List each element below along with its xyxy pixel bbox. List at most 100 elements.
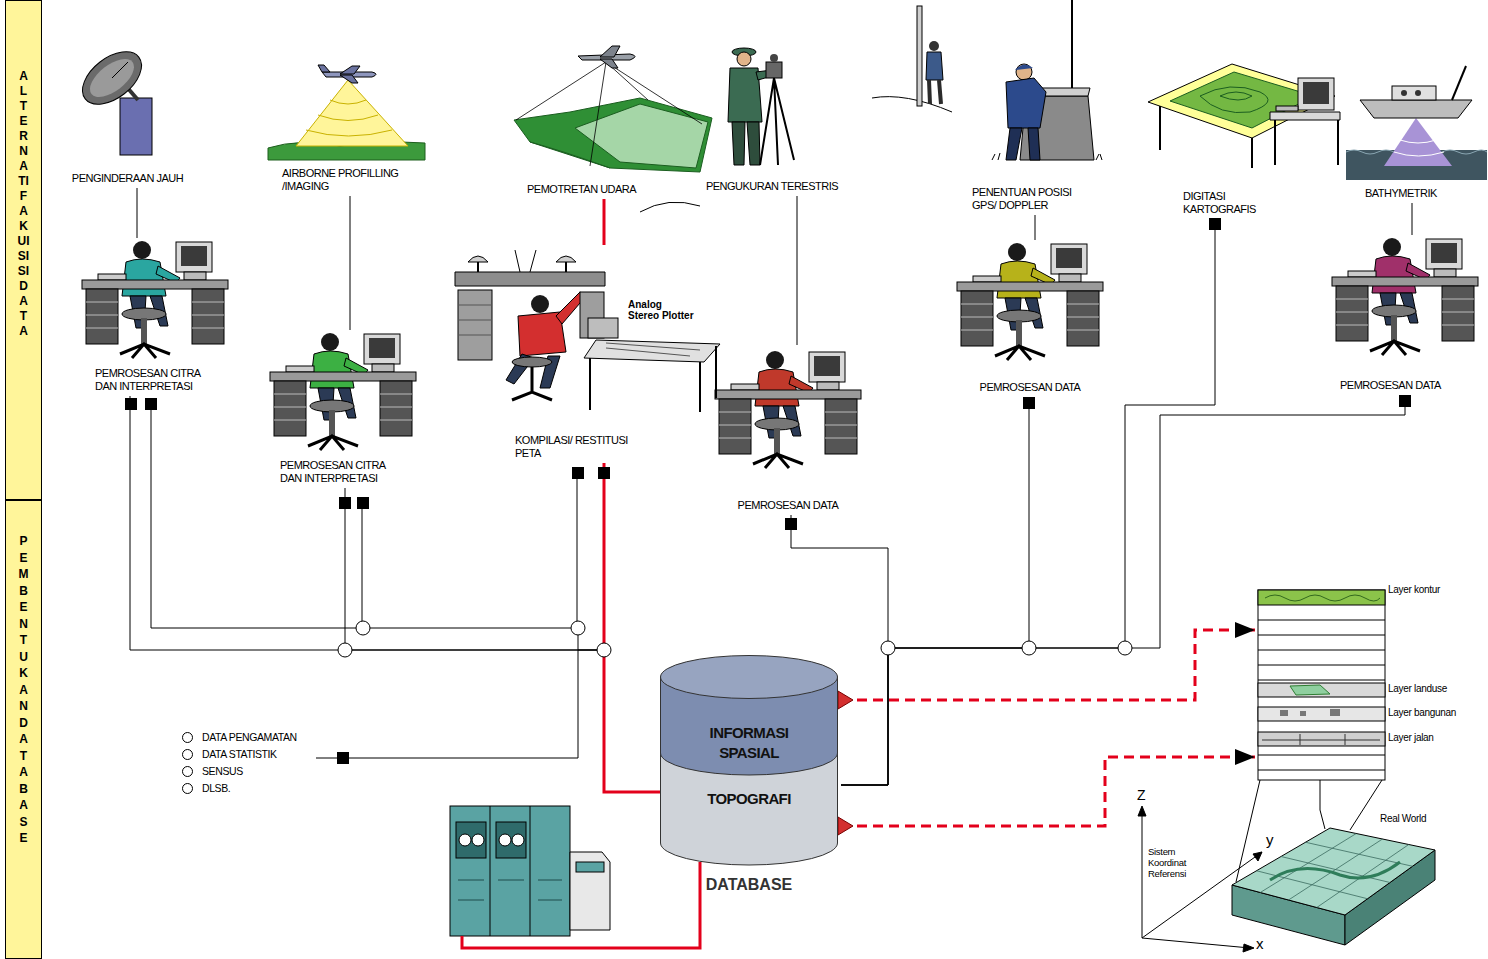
acquisition-method: BATHYMETRIK	[1345, 60, 1485, 203]
analog-stereo-plotter	[458, 290, 492, 360]
phase-band: PEMBENTUKAN DATABASE	[5, 500, 42, 959]
junction-circle	[881, 641, 895, 655]
analog-stereo-plotter	[590, 346, 716, 412]
node-label: PEMROSESAN CITRA DAN INTERPRETASI	[280, 459, 398, 485]
dashed-arrow	[841, 630, 1255, 700]
mainframe-computer	[472, 834, 484, 846]
coordinate-axes	[1142, 810, 1143, 938]
mainframe-computer	[462, 862, 700, 948]
compilation-station: KOMPILASI/ RESTITUSI PETA	[450, 245, 628, 463]
processing-station: PEMROSESAN DATA	[713, 345, 863, 515]
terminal-square	[125, 398, 137, 410]
dashed-arrow	[841, 757, 1255, 826]
node-label: INFORMASI SPASIAL	[684, 723, 814, 763]
terminal-square	[1023, 397, 1035, 409]
junction-circle	[338, 643, 352, 657]
layer-stack-drawing	[1265, 595, 1380, 601]
surveyor	[766, 62, 782, 78]
layer-stack-drawing	[1258, 707, 1385, 721]
digitizing-table	[1303, 82, 1329, 104]
node-label: PEMROSESAN CITRA DAN INTERPRETASI	[95, 367, 213, 393]
node-label: BATHYMETRIK	[1365, 187, 1437, 200]
connector-line	[604, 463, 660, 792]
mainframe-computer	[458, 880, 562, 900]
mainframe-computer	[512, 834, 524, 846]
analog-stereo-plotter	[588, 318, 618, 338]
node-label: Layer landuse	[1388, 683, 1447, 695]
connector-line	[603, 199, 606, 245]
band-title: PEMBENTUKAN DATABASE	[18, 533, 30, 847]
mainframe-computer	[576, 862, 604, 872]
cylinder-outline	[661, 677, 838, 865]
layer-stack-drawing	[1280, 709, 1340, 716]
node-label: Layer kontur	[1388, 584, 1440, 596]
acquisition-method: PEMOTRETAN UDARA	[510, 38, 700, 199]
node-label: DATA PENGAMATAN	[178, 729, 316, 746]
phase-band: ALTERNATIF AKUISISI DATA	[5, 0, 42, 500]
data-source-list: DATA PENGAMATANDATA STATISTIKSENSUSDLSB.	[178, 728, 316, 798]
node-label: PEMROSESAN DATA	[1340, 379, 1441, 392]
surveyor	[737, 52, 751, 66]
aerial-photography	[514, 46, 712, 212]
analog-stereo-plotter	[515, 250, 536, 272]
node-label: SENSUS	[178, 763, 316, 780]
layer-stack-drawing	[1258, 590, 1385, 780]
terminal-square	[357, 497, 369, 509]
real-world-model: Real World	[1228, 810, 1440, 945]
digitizing-table	[1276, 106, 1298, 111]
terminal-square	[598, 467, 610, 479]
node-label: PENGUKURAN TERESTRIS	[706, 180, 838, 193]
terrain-model	[1270, 862, 1400, 880]
layer-stack-drawing	[1258, 620, 1385, 770]
gps-survey	[929, 41, 939, 51]
node-label: DATA STATISTIK	[178, 746, 316, 763]
coordinate-axes	[1253, 852, 1262, 861]
survey-boat	[1346, 66, 1487, 180]
airborne-sensor	[306, 100, 392, 136]
node-label: PENENTUAN POSISI GPS/ DOPPLER	[972, 186, 1087, 212]
output-marker	[838, 691, 853, 709]
output-marker	[838, 691, 853, 835]
surveyor	[760, 78, 794, 165]
aerial-photography	[640, 202, 700, 212]
acquisition-method: DIGITASI KARTOGRAFIS	[1150, 182, 1290, 219]
gps-survey	[926, 52, 943, 80]
analog-stereo-plotter	[606, 343, 700, 356]
mainframe-computer	[450, 806, 570, 936]
coordinate-axes	[1243, 944, 1254, 952]
aerial-photography	[514, 98, 712, 172]
output-marker	[838, 817, 853, 835]
surveyor	[728, 48, 794, 165]
terminal-square	[1209, 218, 1221, 230]
analog-stereo-plotter	[512, 367, 552, 400]
connector-line	[137, 188, 138, 238]
node-label: DLSB.	[178, 780, 316, 797]
processing-stations	[270, 333, 416, 450]
analog-stereo-plotter	[584, 340, 720, 362]
coordinate-axes	[1142, 938, 1250, 948]
bus-wires	[151, 410, 578, 628]
gps-survey	[992, 153, 1102, 160]
processing-station: PEMROSESAN DATA	[955, 240, 1105, 397]
axis-label: x	[1256, 936, 1264, 952]
junction-circle	[338, 621, 1132, 657]
terminal-square	[572, 467, 584, 479]
terminal-square	[125, 218, 1411, 764]
aerial-photography	[516, 62, 702, 166]
layer-stack-drawing	[1290, 685, 1330, 695]
processing-station: PEMROSESAN CITRA DAN INTERPRETASI	[268, 330, 418, 488]
layer-stack-drawing	[1258, 732, 1385, 746]
survey-boat	[1360, 100, 1472, 118]
node-label: PEMROSESAN DATA	[980, 381, 1081, 394]
processing-station: PEMROSESAN DATA	[1330, 235, 1480, 395]
processing-stations	[82, 241, 228, 358]
node-label: DATABASE	[660, 875, 838, 895]
node-label: KOMPILASI/ RESTITUSI PETA	[515, 434, 628, 460]
analog-stereo-plotter	[455, 272, 605, 286]
processing-stations	[957, 243, 1103, 360]
node-label: PENGINDERAAN JAUH	[72, 172, 183, 185]
gps-survey	[917, 6, 922, 106]
surveyor	[732, 122, 760, 165]
satellite-dish	[73, 41, 151, 114]
processing-stations	[715, 351, 861, 468]
